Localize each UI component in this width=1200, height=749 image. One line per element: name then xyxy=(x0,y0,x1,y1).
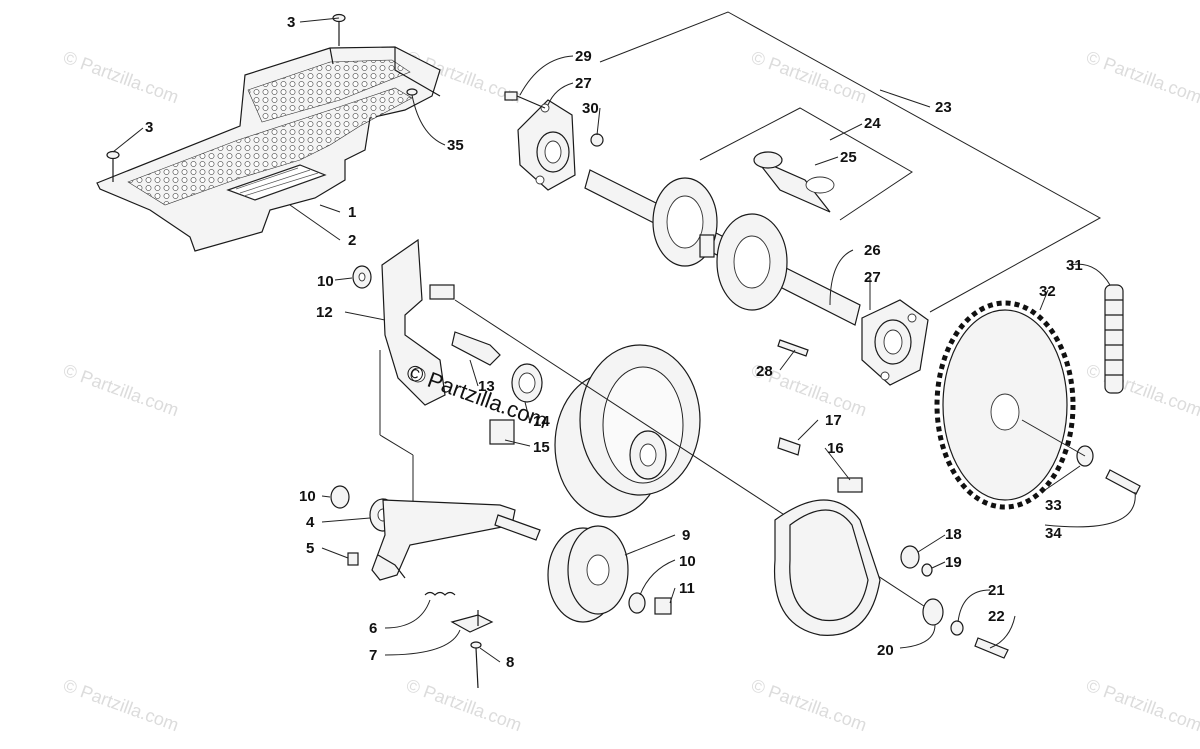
callout-number: 24 xyxy=(864,115,881,132)
clutch-drum xyxy=(554,344,701,518)
callout-number: 6 xyxy=(369,620,377,637)
watermark: © Partzilla.com xyxy=(1084,675,1200,735)
guard-plate xyxy=(96,46,441,252)
callout-number: 27 xyxy=(575,75,592,92)
callout-number: 33 xyxy=(1045,497,1062,514)
chain-icon xyxy=(1104,284,1124,394)
idler-pulley xyxy=(547,525,629,623)
callout-number: 29 xyxy=(575,48,592,65)
watermark: © Partzilla.com xyxy=(61,360,182,420)
callout-number: 27 xyxy=(864,269,881,286)
callout-number: 22 xyxy=(988,608,1005,625)
callout-number: 35 xyxy=(447,137,464,154)
callout-number: 20 xyxy=(877,642,894,659)
callout-number: 34 xyxy=(1045,525,1062,542)
watermark: © Partzilla.com xyxy=(749,675,870,735)
callout-number: 14 xyxy=(533,413,550,430)
callout-number: 26 xyxy=(864,242,881,259)
callout-number: 28 xyxy=(756,363,773,380)
callout-number: 25 xyxy=(840,149,857,166)
callout-number: 12 xyxy=(316,304,333,321)
callout-number: 8 xyxy=(506,654,514,671)
callout-number: 32 xyxy=(1039,283,1056,300)
callout-number: 15 xyxy=(533,439,550,456)
idler-arm xyxy=(330,485,541,581)
brake-band xyxy=(773,437,881,636)
callout-number: 9 xyxy=(682,527,690,544)
callout-number: 10 xyxy=(317,273,334,290)
callout-number: 16 xyxy=(827,440,844,457)
callout-number: 3 xyxy=(287,14,295,31)
callout-number: 10 xyxy=(299,488,316,505)
callout-number: 5 xyxy=(306,540,314,557)
callout-number: 30 xyxy=(582,100,599,117)
callout-number: 10 xyxy=(679,553,696,570)
watermark: © Partzilla.com xyxy=(61,47,182,107)
mount-bracket xyxy=(379,238,455,505)
callout-number: 4 xyxy=(306,514,315,531)
watermark: © Partzilla.com xyxy=(61,675,182,735)
callout-number: 19 xyxy=(945,554,962,571)
callout-number: 31 xyxy=(1066,257,1083,274)
callout-number: 2 xyxy=(348,232,356,249)
leader-lines xyxy=(112,17,1136,663)
callout-labels: 1 2 3 3 4 5 6 7 8 9 10 10 10 11 12 13 14… xyxy=(145,14,1083,671)
watermark: © Partzilla.com xyxy=(1084,47,1200,107)
callout-number: 23 xyxy=(935,99,952,116)
callout-number: 7 xyxy=(369,647,377,664)
callout-number: 11 xyxy=(679,580,695,597)
callout-number: 13 xyxy=(478,378,495,395)
jackshaft-assembly xyxy=(504,11,1102,386)
screw-icon xyxy=(106,13,418,182)
watermark: © Partzilla.com xyxy=(404,675,525,735)
callout-number: 21 xyxy=(988,582,1005,599)
watermark: © Partzilla.com xyxy=(749,47,870,107)
watermark: © Partzilla.com xyxy=(1084,360,1200,420)
sprocket-icon xyxy=(934,300,1076,510)
callout-number: 3 xyxy=(145,119,153,136)
callout-number: 17 xyxy=(825,412,842,429)
callout-number: 1 xyxy=(348,204,356,221)
callout-number: 18 xyxy=(945,526,962,543)
